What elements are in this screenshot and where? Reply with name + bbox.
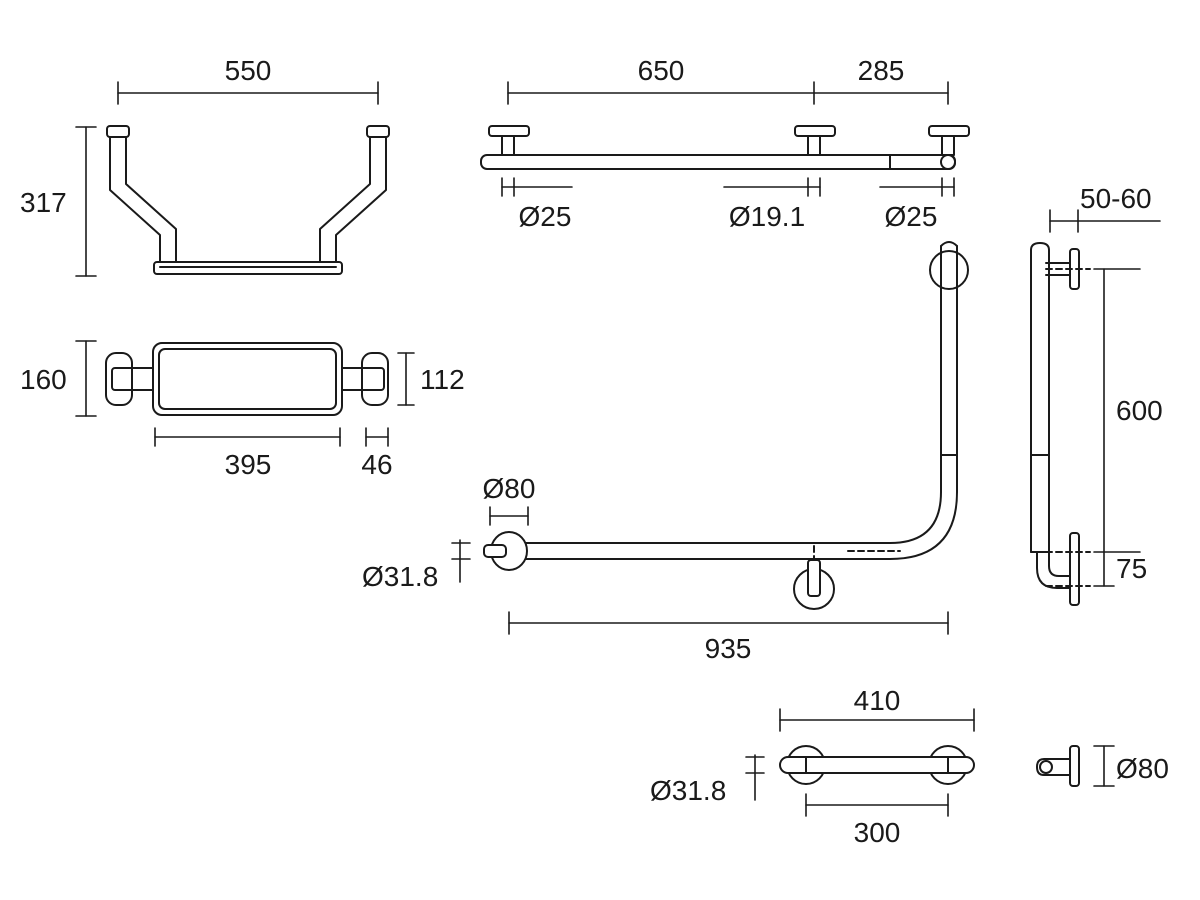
dim-rail-length: 650 bbox=[638, 55, 685, 86]
dim-rail-offset: 285 bbox=[858, 55, 905, 86]
dim-rail-tube-right: Ø25 bbox=[885, 201, 938, 232]
angle-bar-view: Ø80 Ø31.8 935 bbox=[362, 241, 969, 664]
dim-rail-tube-left: Ø25 bbox=[519, 201, 572, 232]
dim-straight-tube: Ø31.8 bbox=[650, 775, 726, 806]
dim-rail-tube-mid: Ø19.1 bbox=[729, 201, 805, 232]
dim-angle-flange: Ø80 bbox=[483, 473, 536, 504]
dim-angle-length: 935 bbox=[705, 633, 752, 664]
dim-side-bend: 75 bbox=[1116, 553, 1147, 584]
rail-top-view: 650 285 Ø25 Ø19.1 Ø25 bbox=[480, 55, 970, 232]
dim-angle-tube: Ø31.8 bbox=[362, 561, 438, 592]
dim-straight-centers: 300 bbox=[854, 817, 901, 848]
side-elevation-view: 50-60 600 75 bbox=[1030, 183, 1163, 606]
dim-seat-height: 317 bbox=[20, 187, 67, 218]
dim-straight-flange: Ø80 bbox=[1116, 753, 1169, 784]
dim-seat-pad-depth: 112 bbox=[420, 364, 465, 395]
seat-elevation-view: 550 317 bbox=[20, 55, 390, 277]
dim-seat-pad-length: 395 bbox=[225, 449, 272, 480]
dim-seat-width: 550 bbox=[225, 55, 272, 86]
dim-side-projection: 50-60 bbox=[1080, 183, 1152, 214]
seat-plan-view: 160 112 395 46 bbox=[20, 340, 465, 480]
dim-seat-bracket-width: 46 bbox=[361, 449, 392, 480]
dim-side-height: 600 bbox=[1116, 395, 1163, 426]
straight-bar-view: 410 Ø31.8 300 bbox=[650, 685, 975, 848]
dim-seat-depth: 160 bbox=[20, 364, 67, 395]
straight-bar-end-view: Ø80 bbox=[1036, 745, 1169, 787]
dim-straight-length: 410 bbox=[854, 685, 901, 716]
